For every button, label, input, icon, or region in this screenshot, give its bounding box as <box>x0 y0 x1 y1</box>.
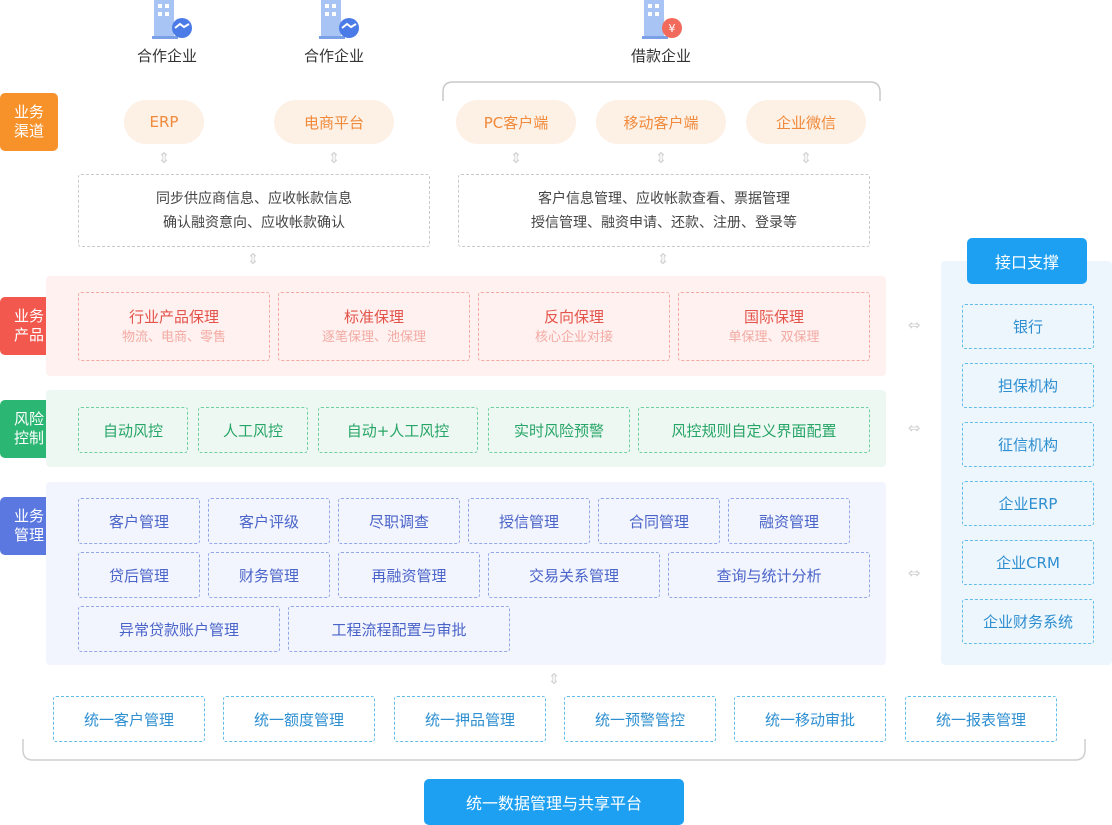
interface-item-credit: 征信机构 <box>962 422 1094 467</box>
mgmt-item: 尽职调查 <box>338 498 460 544</box>
data-platform: 统一数据管理与共享平台 <box>424 779 684 825</box>
mgmt-item: 异常贷款账户管理 <box>78 606 280 652</box>
risk-item-manual: 人工风控 <box>198 407 308 453</box>
updown-arrow-icon: ⇕ <box>327 149 341 167</box>
company-label-partner-1: 合作企业 <box>136 47 197 65</box>
channel-erp: ERP <box>124 100 204 144</box>
interface-item-finance: 企业财务系统 <box>962 599 1094 644</box>
interface-title: 接口支撑 <box>967 238 1087 284</box>
channel-wechat-work: 企业微信 <box>746 100 866 144</box>
leftright-arrow-icon: ⇔ <box>907 316 921 334</box>
building-handshake-icon <box>319 0 359 39</box>
building-handshake-icon <box>152 0 192 39</box>
updown-arrow-icon: ⇕ <box>547 670 561 688</box>
updown-arrow-icon: ⇕ <box>509 149 523 167</box>
product-subtitle: 逐笔保理、池保理 <box>321 329 426 345</box>
updown-arrow-icon: ⇕ <box>799 149 813 167</box>
product-title: 国际保理 <box>743 307 804 326</box>
unified-item-mobile-approval: 统一移动审批 <box>734 696 886 742</box>
unified-item-report: 统一报表管理 <box>905 696 1057 742</box>
updown-arrow-icon: ⇕ <box>246 250 260 268</box>
mgmt-item: 交易关系管理 <box>488 552 660 598</box>
svg-text:¥: ¥ <box>669 22 676 35</box>
partner-info-line-1: 同步供应商信息、应收帐款信息 <box>156 190 352 207</box>
updown-arrow-icon: ⇕ <box>157 149 171 167</box>
partner-info-box: 同步供应商信息、应收帐款信息 确认融资意向、应收帐款确认 <box>78 174 430 247</box>
unified-item-customer: 统一客户管理 <box>53 696 205 742</box>
product-subtitle: 物流、电商、零售 <box>121 329 226 345</box>
company-label-partner-2: 合作企业 <box>303 47 364 65</box>
product-card-reverse: 反向保理 核心企业对接 <box>478 292 670 361</box>
risk-item-rule-config: 风控规则自定义界面配置 <box>638 407 870 453</box>
building-money-icon: ¥ <box>642 0 682 39</box>
product-title: 标准保理 <box>343 307 404 326</box>
unified-item-quota: 统一额度管理 <box>223 696 375 742</box>
product-title: 反向保理 <box>543 307 604 326</box>
mgmt-item: 客户管理 <box>78 498 200 544</box>
interface-item-erp: 企业ERP <box>962 481 1094 526</box>
mgmt-item: 授信管理 <box>468 498 590 544</box>
mgmt-item: 贷后管理 <box>78 552 200 598</box>
product-card-international: 国际保理 单保理、双保理 <box>678 292 870 361</box>
leftright-arrow-icon: ⇔ <box>907 564 921 582</box>
product-title: 行业产品保理 <box>128 307 219 326</box>
risk-item-realtime-alert: 实时风险预警 <box>488 407 630 453</box>
mgmt-item: 融资管理 <box>728 498 850 544</box>
risk-layer <box>46 390 886 467</box>
unified-item-collateral: 统一押品管理 <box>394 696 546 742</box>
channel-mobile-client: 移动客户端 <box>596 100 726 144</box>
risk-item-auto-manual: 自动+人工风控 <box>318 407 478 453</box>
product-card-standard: 标准保理 逐笔保理、池保理 <box>278 292 470 361</box>
leftright-arrow-icon: ⇔ <box>907 419 921 437</box>
mgmt-item: 财务管理 <box>208 552 330 598</box>
product-subtitle: 核心企业对接 <box>534 329 613 345</box>
borrower-info-box: 客户信息管理、应收帐款查看、票据管理 授信管理、融资申请、还款、注册、登录等 <box>458 174 870 247</box>
management-layer <box>46 482 886 665</box>
updown-arrow-icon: ⇕ <box>656 250 670 268</box>
mgmt-item: 客户评级 <box>208 498 330 544</box>
risk-item-auto: 自动风控 <box>78 407 188 453</box>
mgmt-item: 合同管理 <box>598 498 720 544</box>
borrower-info-line-2: 授信管理、融资申请、还款、注册、登录等 <box>531 214 797 231</box>
channel-ecommerce: 电商平台 <box>274 100 394 144</box>
mgmt-item: 查询与统计分析 <box>668 552 870 598</box>
product-card-industry: 行业产品保理 物流、电商、零售 <box>78 292 270 361</box>
channel-pc-client: PC客户端 <box>456 100 576 144</box>
unified-item-alert: 统一预警管控 <box>564 696 716 742</box>
mgmt-item: 再融资管理 <box>338 552 480 598</box>
company-label-borrower: 借款企业 <box>630 47 691 65</box>
mgmt-item: 工程流程配置与审批 <box>288 606 510 652</box>
interface-item-bank: 银行 <box>962 304 1094 349</box>
side-label-channel: 业务 渠道 <box>0 93 58 151</box>
product-subtitle: 单保理、双保理 <box>728 329 820 345</box>
interface-item-guarantee: 担保机构 <box>962 363 1094 408</box>
borrower-info-line-1: 客户信息管理、应收帐款查看、票据管理 <box>538 190 790 207</box>
partner-info-line-2: 确认融资意向、应收帐款确认 <box>163 214 345 231</box>
interface-panel <box>941 261 1112 665</box>
updown-arrow-icon: ⇕ <box>654 149 668 167</box>
interface-item-crm: 企业CRM <box>962 540 1094 585</box>
